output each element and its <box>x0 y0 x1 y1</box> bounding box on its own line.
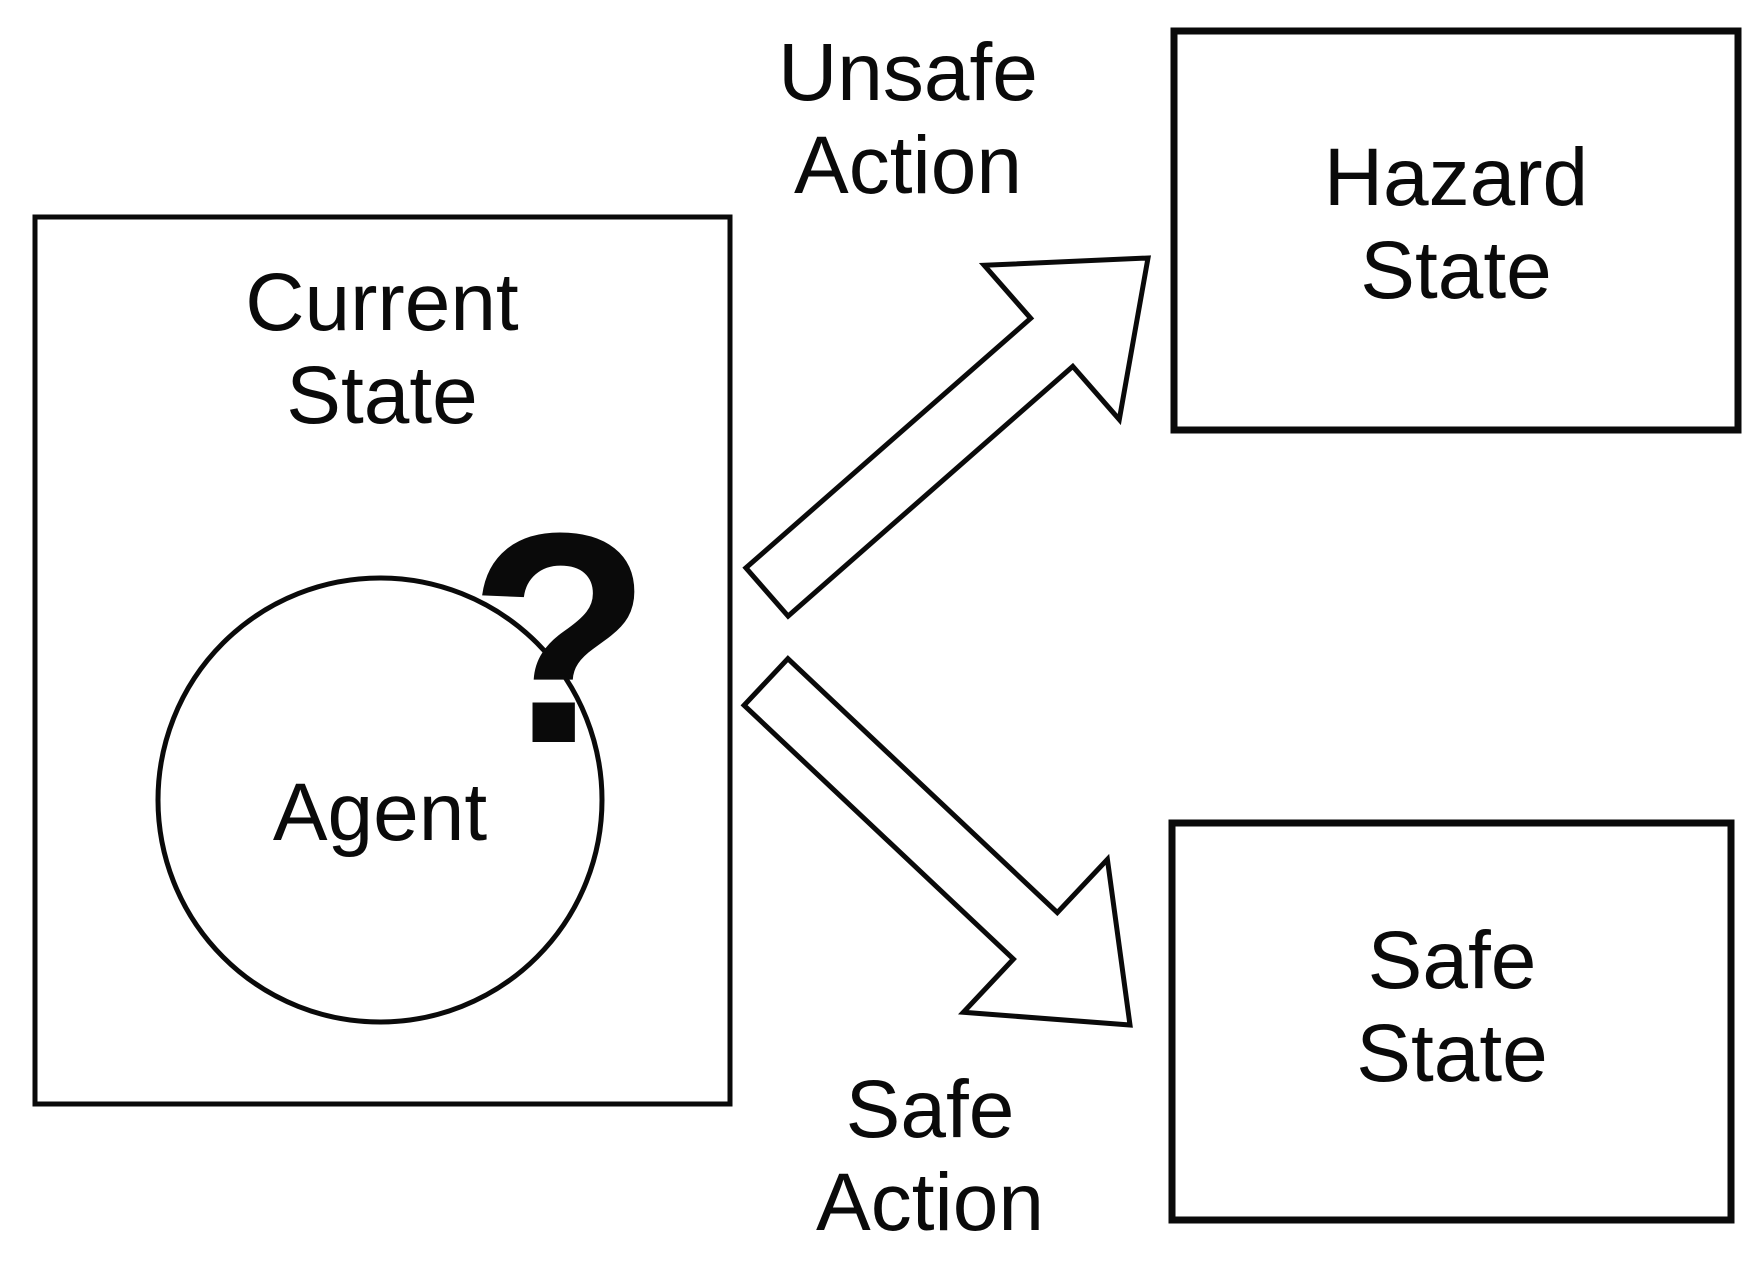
hazard-state-label-line1: Hazard <box>1324 132 1588 223</box>
safe-action-label-line1: Safe <box>846 1064 1015 1155</box>
unsafe-action-arrow-icon <box>742 255 1152 620</box>
safe-action-arrow-icon <box>740 655 1133 1028</box>
current-state-label-line1: Current <box>245 257 519 348</box>
hazard-state-label-line2: State <box>1360 225 1551 316</box>
agent-label: Agent <box>273 767 488 858</box>
safe-state-label-line2: State <box>1356 1008 1547 1099</box>
safe-state-box <box>1168 819 1735 1224</box>
unsafe-action-label-line2: Action <box>794 120 1022 211</box>
question-mark-icon: ? <box>468 470 651 806</box>
unsafe-action-label-line1: Unsafe <box>778 27 1038 118</box>
current-state-label-line2: State <box>286 350 477 441</box>
safe-action-label-line2: Action <box>816 1157 1044 1248</box>
hazard-state-box <box>1170 27 1742 434</box>
agent-circle <box>155 575 605 1025</box>
safe-state-label-line1: Safe <box>1368 915 1537 1006</box>
current-state-box <box>32 214 733 1107</box>
